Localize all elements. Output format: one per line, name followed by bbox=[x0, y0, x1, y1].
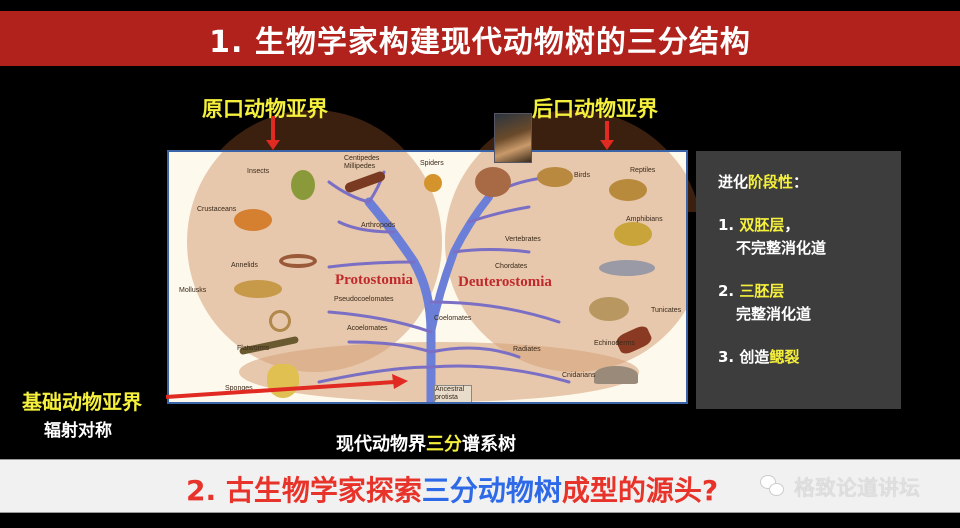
taxon-chordates: Chordates bbox=[495, 263, 528, 270]
taxon-vertebrates: Vertebrates bbox=[505, 236, 541, 243]
frog-icon bbox=[614, 222, 652, 246]
stage-3: 3. 创造鳃裂 bbox=[718, 348, 800, 366]
fish-icon bbox=[599, 260, 655, 276]
taxon-spiders: Spiders bbox=[420, 160, 444, 167]
taxon-crustaceans: Crustaceans bbox=[197, 206, 237, 213]
worm-icon bbox=[279, 254, 317, 268]
taxon-ancestral-protista: Ancestral protista bbox=[434, 385, 472, 402]
taxon-insects: Insects bbox=[247, 168, 270, 175]
watermark: 格致论道讲坛 bbox=[760, 472, 920, 502]
evolution-stages-panel: 进化阶段性： 1. 双胚层， 不完整消化道 2. 三胚层 完整消化道 3. 创造… bbox=[696, 151, 901, 409]
deuterostomia-label: 后口动物亚界 bbox=[532, 97, 658, 121]
taxon-reptiles: Reptiles bbox=[630, 167, 656, 174]
phylogeny-branches bbox=[317, 170, 571, 402]
taxon-pseudocoelomates: Pseudocoelomates bbox=[334, 296, 394, 303]
bottom-banner: 2. 古生物学家探索三分动物树成型的源头? 格致论道讲坛 bbox=[0, 459, 960, 513]
slide-title: 1. 生物学家构建现代动物树的三分结构 bbox=[0, 11, 960, 66]
protostomia-tree-label: Protostomia bbox=[335, 272, 414, 288]
radial-symmetry-label: 辐射对称 bbox=[44, 421, 112, 441]
taxon-millipedes: Millipedes bbox=[344, 163, 376, 170]
taxon-sponges: Sponges bbox=[225, 385, 253, 392]
spider-icon bbox=[424, 174, 442, 192]
taxon-mollusks: Mollusks bbox=[179, 287, 207, 294]
tree-caption: 现代动物界三分谱系树 bbox=[336, 434, 516, 455]
crab-icon bbox=[234, 209, 272, 231]
taxon-cnidarians: Cnidarians bbox=[562, 372, 596, 379]
stage-2: 2. 三胚层 bbox=[718, 282, 785, 300]
taxon-centipedes: Centipedes bbox=[344, 155, 380, 162]
wechat-icon bbox=[760, 475, 786, 499]
nematode-icon bbox=[269, 310, 291, 332]
animal-tree-image: Protostomia Deuterostomia Insects Centip… bbox=[167, 150, 688, 404]
stage-2-detail: 完整消化道 bbox=[736, 305, 812, 323]
taxon-flatworms: Flatworms bbox=[237, 345, 270, 352]
taxon-birds: Birds bbox=[574, 172, 590, 179]
rabbit-icon bbox=[475, 167, 511, 197]
sponge-icon bbox=[267, 364, 299, 398]
taxon-echinoderms: Echinoderms bbox=[594, 340, 635, 347]
protostomia-label: 原口动物亚界 bbox=[202, 97, 328, 121]
deuterostomia-arrow bbox=[600, 121, 614, 150]
mollusk-icon bbox=[234, 280, 282, 298]
beetle-icon bbox=[291, 170, 315, 200]
jellyfish-icon bbox=[594, 366, 638, 384]
tunicate-icon bbox=[589, 297, 629, 321]
chimpanzee-thumbnail bbox=[494, 113, 532, 163]
watermark-text: 格致论道讲坛 bbox=[794, 476, 920, 500]
taxon-coelomates: Coelomates bbox=[434, 315, 472, 322]
taxon-acoelomates: Acoelomates bbox=[347, 325, 388, 332]
deuterostomia-tree-label: Deuterostomia bbox=[458, 274, 552, 290]
next-section-title: 2. 古生物学家探索三分动物树成型的源头? bbox=[186, 474, 719, 507]
turtle-icon bbox=[609, 179, 647, 201]
stage-1: 1. 双胚层， bbox=[718, 216, 800, 234]
bird-icon bbox=[537, 167, 573, 187]
info-heading: 进化阶段性： bbox=[718, 173, 809, 191]
taxon-arthropods: Arthropods bbox=[361, 222, 396, 229]
taxon-radiates: Radiates bbox=[513, 346, 541, 353]
base-animal-label: 基础动物亚界 bbox=[22, 390, 142, 414]
protostomia-arrow bbox=[266, 116, 280, 150]
taxon-annelids: Annelids bbox=[231, 262, 258, 269]
taxon-tunicates: Tunicates bbox=[651, 307, 682, 314]
stage-1-detail: 不完整消化道 bbox=[736, 239, 827, 257]
taxon-amphibians: Amphibians bbox=[626, 216, 663, 223]
